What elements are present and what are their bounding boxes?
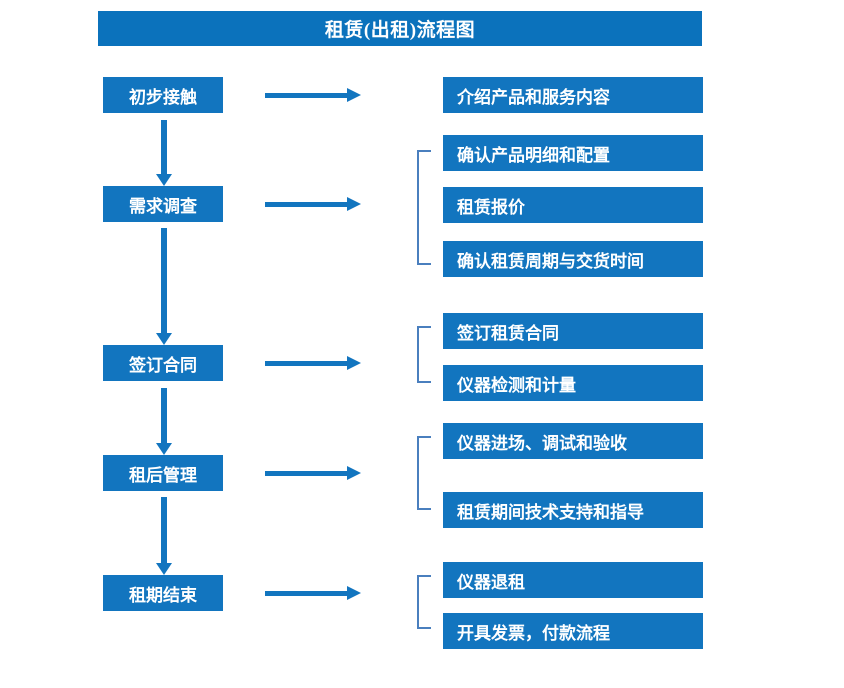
detail-box-确认产品明细和配置[interactable]: 确认产品明细和配置 xyxy=(443,135,703,171)
detail-label: 仪器退租 xyxy=(457,572,525,592)
group-bracket-3 xyxy=(417,326,431,383)
stage-box-初步接触[interactable]: 初步接触 xyxy=(103,77,223,113)
horizontal-arrow-icon-2 xyxy=(265,197,361,211)
horizontal-arrow-icon-3 xyxy=(265,356,361,370)
detail-box-开具发票付款流程[interactable]: 开具发票，付款流程 xyxy=(443,613,703,649)
group-bracket-2 xyxy=(417,150,431,265)
detail-box-仪器检测和计量[interactable]: 仪器检测和计量 xyxy=(443,365,703,401)
vertical-arrow-icon-1 xyxy=(156,120,172,186)
stage-label: 签订合同 xyxy=(129,355,197,375)
stage-box-需求调查[interactable]: 需求调查 xyxy=(103,186,223,222)
detail-box-确认租赁周期与交货时间[interactable]: 确认租赁周期与交货时间 xyxy=(443,241,703,277)
horizontal-arrow-icon-1 xyxy=(265,88,361,102)
vertical-arrow-icon-4 xyxy=(156,497,172,575)
horizontal-arrow-icon-4 xyxy=(265,466,361,480)
detail-label: 开具发票，付款流程 xyxy=(457,623,610,643)
detail-box-租赁报价[interactable]: 租赁报价 xyxy=(443,187,703,223)
stage-box-签订合同[interactable]: 签订合同 xyxy=(103,345,223,381)
detail-box-仪器退租[interactable]: 仪器退租 xyxy=(443,562,703,598)
detail-label: 确认租赁周期与交货时间 xyxy=(457,251,644,271)
horizontal-arrow-icon-5 xyxy=(265,586,361,600)
detail-box-介绍产品和服务内容[interactable]: 介绍产品和服务内容 xyxy=(443,77,703,113)
detail-label: 租赁期间技术支持和指导 xyxy=(457,502,644,522)
detail-label: 仪器检测和计量 xyxy=(457,375,576,395)
stage-label: 需求调查 xyxy=(129,196,197,216)
group-bracket-4 xyxy=(417,436,431,510)
stage-label: 租后管理 xyxy=(129,465,197,485)
stage-label: 初步接触 xyxy=(129,87,197,107)
diagram-title: 租赁(出租)流程图 xyxy=(98,11,702,46)
detail-box-签订租赁合同[interactable]: 签订租赁合同 xyxy=(443,313,703,349)
stage-box-租期结束[interactable]: 租期结束 xyxy=(103,575,223,611)
stage-box-租后管理[interactable]: 租后管理 xyxy=(103,455,223,491)
detail-box-租赁期间技术支持和指导[interactable]: 租赁期间技术支持和指导 xyxy=(443,492,703,528)
vertical-arrow-icon-2 xyxy=(156,228,172,345)
detail-label: 介绍产品和服务内容 xyxy=(457,87,610,107)
detail-label: 签订租赁合同 xyxy=(457,323,559,343)
stage-label: 租期结束 xyxy=(129,585,197,605)
detail-label: 仪器进场、调试和验收 xyxy=(457,433,627,453)
detail-label: 确认产品明细和配置 xyxy=(457,145,610,165)
group-bracket-5 xyxy=(417,575,431,629)
detail-label: 租赁报价 xyxy=(457,197,525,217)
detail-box-仪器进场调试和验收[interactable]: 仪器进场、调试和验收 xyxy=(443,423,703,459)
vertical-arrow-icon-3 xyxy=(156,388,172,455)
